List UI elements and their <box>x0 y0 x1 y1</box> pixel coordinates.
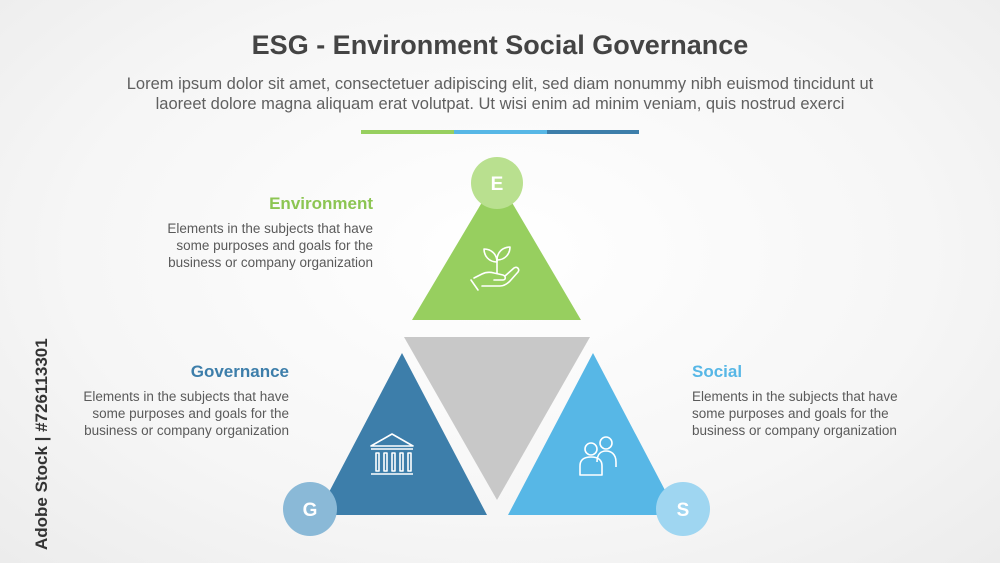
page-subtitle: Lorem ipsum dolor sit amet, consectetuer… <box>60 74 940 114</box>
environment-triangle <box>412 177 581 320</box>
description-line: some purposes and goals for the <box>692 406 889 421</box>
divider-governance <box>547 130 639 134</box>
description-line: business or company organization <box>84 423 289 438</box>
page-title: ESG - Environment Social Governance <box>251 30 749 60</box>
plant-in-hand-icon <box>470 246 520 291</box>
watermark-text: Adobe Stock | #726113301 <box>32 338 51 550</box>
center-triangle <box>404 337 590 500</box>
description-line: some purposes and goals for the <box>176 238 373 253</box>
social-badge: S <box>656 482 710 536</box>
government-building-icon <box>370 433 414 475</box>
environment-block: Environment Elements in the subjects tha… <box>100 194 373 271</box>
description-line: business or company organization <box>168 255 373 270</box>
description-line: Elements in the subjects that have <box>83 389 289 404</box>
subtitle-line: Lorem ipsum dolor sit amet, consectetuer… <box>126 75 874 93</box>
people-icon <box>579 436 617 476</box>
social-description: Elements in the subjects that have some … <box>692 388 972 439</box>
governance-heading: Governance <box>190 362 289 381</box>
divider-social <box>454 130 547 134</box>
description-line: some purposes and goals for the <box>92 406 289 421</box>
governance-description: Elements in the subjects that have some … <box>20 388 289 439</box>
governance-block: Governance Elements in the subjects that… <box>20 362 289 439</box>
environment-description: Elements in the subjects that have some … <box>100 220 373 271</box>
social-block: Social Elements in the subjects that hav… <box>692 362 972 439</box>
subtitle-line: laoreet dolore magna aliquam erat volutp… <box>155 95 845 113</box>
environment-heading: Environment <box>269 194 373 213</box>
governance-triangle <box>317 353 487 515</box>
divider-environment <box>361 130 454 134</box>
environment-badge: E <box>471 157 523 209</box>
social-letter: S <box>677 500 690 521</box>
environment-letter: E <box>491 174 504 195</box>
social-triangle <box>508 353 678 515</box>
social-heading: Social <box>692 362 743 381</box>
description-line: Elements in the subjects that have <box>692 389 898 404</box>
governance-badge: G <box>283 482 337 536</box>
stock-watermark: Adobe Stock | #726113301 <box>6 330 51 560</box>
description-line: Elements in the subjects that have <box>167 221 373 236</box>
governance-letter: G <box>303 500 318 521</box>
description-line: business or company organization <box>692 423 897 438</box>
